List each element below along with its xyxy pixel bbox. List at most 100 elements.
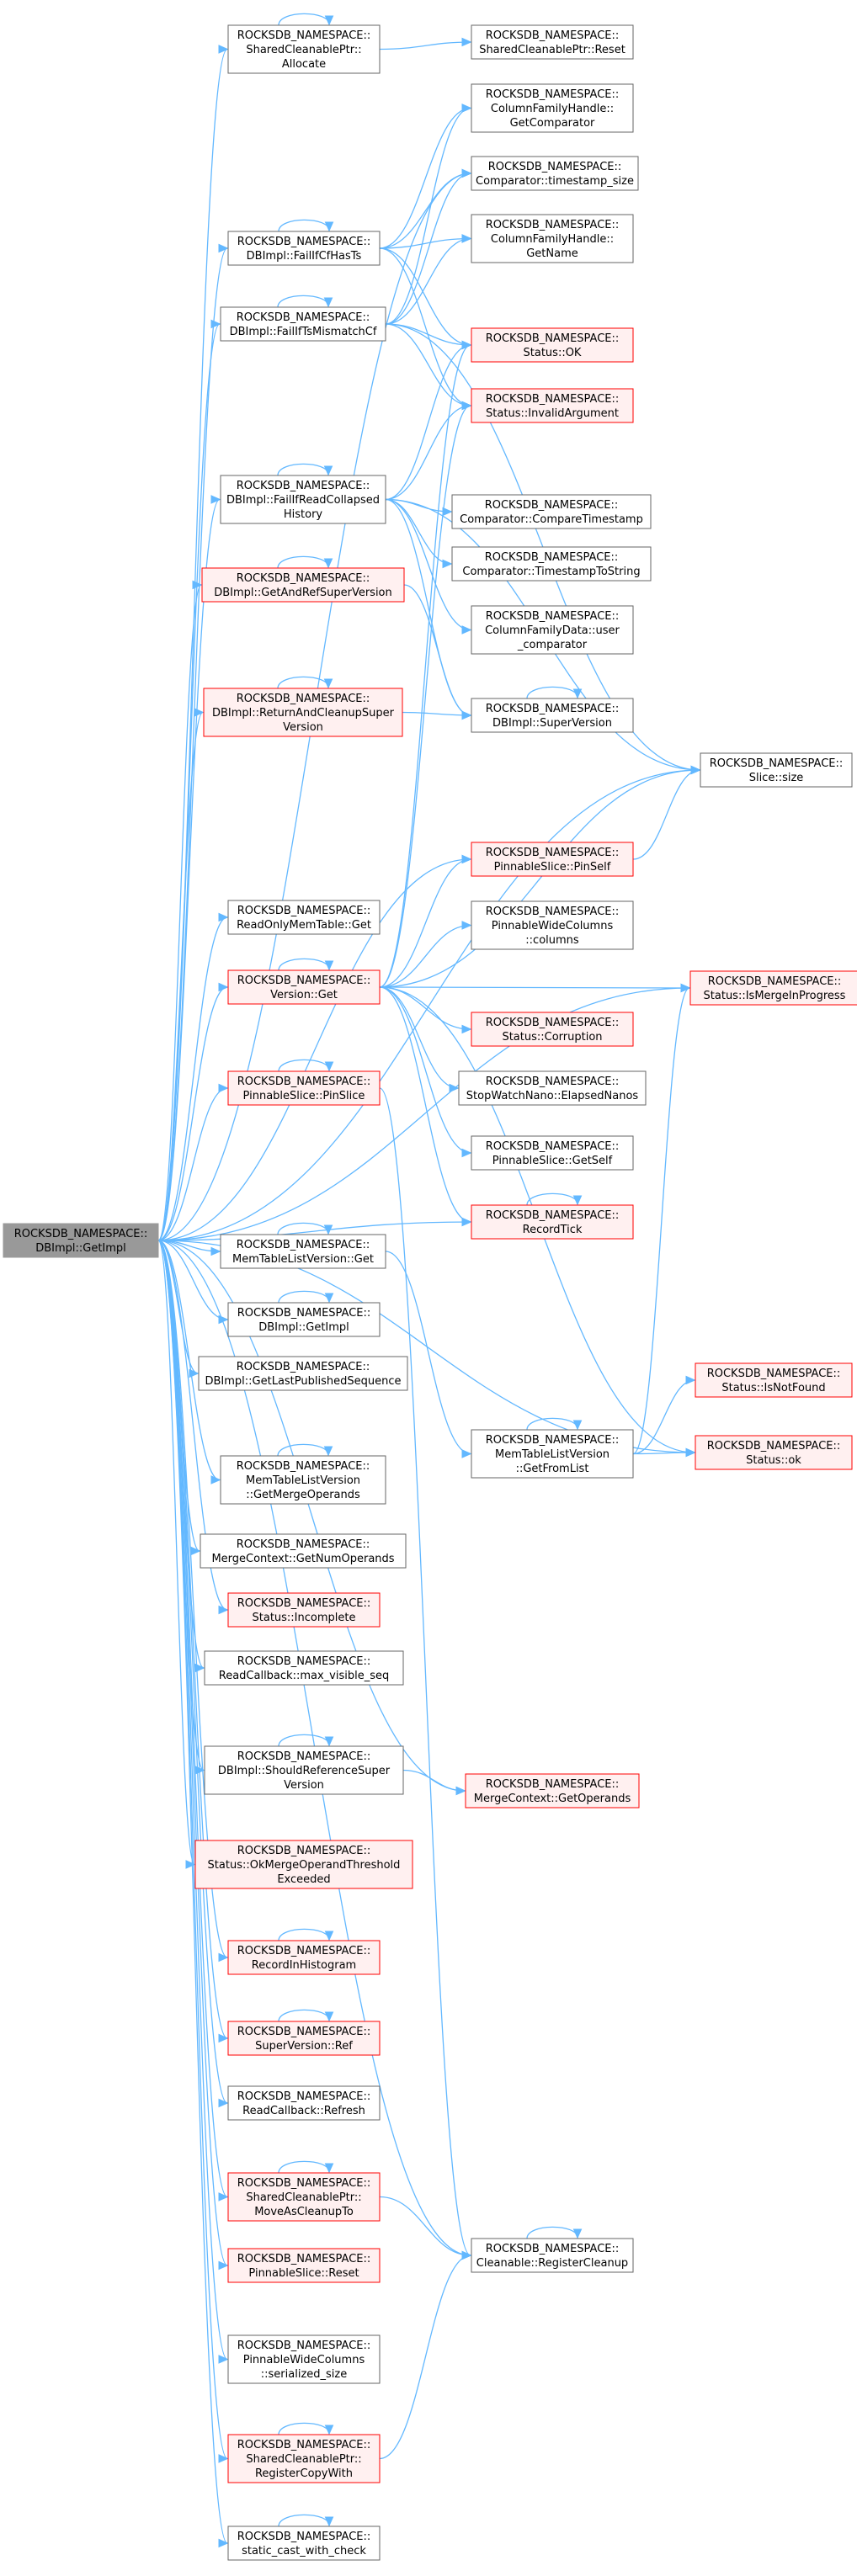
node-label-line: Cleanable::RegisterCleanup [476,2257,628,2270]
edge-failIfTsMismatchCf-to-statusInvalidArgument [385,323,471,406]
node-label-line: ROCKSDB_NAMESPACE:: [486,610,620,623]
node-getMergeOperands[interactable]: ROCKSDB_NAMESPACE::MemTableListVersion::… [220,1455,386,1505]
node-statusCorruption[interactable]: ROCKSDB_NAMESPACE::Status::Corruption [471,1012,634,1047]
node-box [227,969,381,1005]
node-pinnableReset[interactable]: ROCKSDB_NAMESPACE::PinnableSlice::Reset [227,2248,381,2283]
node-pinSelf[interactable]: ROCKSDB_NAMESPACE::PinnableSlice::PinSel… [471,842,634,877]
node-isMergeInProgress[interactable]: ROCKSDB_NAMESPACE::Status::IsMergeInProg… [689,970,857,1006]
node-failIfCfHasTs[interactable]: ROCKSDB_NAMESPACE::DBImpl::FailIfCfHasTs [227,231,381,266]
node-lastPublished[interactable]: ROCKSDB_NAMESPACE::DBImpl::GetLastPublis… [198,1356,408,1391]
node-statusIncomplete[interactable]: ROCKSDB_NAMESPACE::Status::Incomplete [227,1592,381,1628]
node-label-line: ::columns [525,934,579,947]
node-readCallbackRefresh[interactable]: ROCKSDB_NAMESPACE::ReadCallback::Refresh [227,2085,381,2121]
node-cmpTimestampSize[interactable]: ROCKSDB_NAMESPACE::Comparator::timestamp… [471,156,639,191]
node-moveAsCleanupTo[interactable]: ROCKSDB_NAMESPACE::SharedCleanablePtr::M… [227,2172,381,2222]
node-label-line: ROCKSDB_NAMESPACE:: [237,1538,370,1551]
node-sharedReset[interactable]: ROCKSDB_NAMESPACE::SharedCleanablePtr::R… [471,24,634,60]
node-label-line: DBImpl::GetLastPublishedSequence [205,1375,401,1388]
node-label-line: PinnableSlice::PinSlice [243,1090,365,1102]
node-memListGet[interactable]: ROCKSDB_NAMESPACE::MemTableListVersion::… [220,1234,386,1269]
node-label-line: ROCKSDB_NAMESPACE:: [486,906,620,918]
node-serializedSize[interactable]: ROCKSDB_NAMESPACE::PinnableWideColumns::… [227,2334,381,2384]
node-box [451,494,652,529]
node-label-line: DBImpl::GetImpl [35,1242,126,1255]
node-label-line: ROCKSDB_NAMESPACE:: [486,1017,620,1029]
node-box [227,2248,381,2283]
node-registerCopyWith[interactable]: ROCKSDB_NAMESPACE::SharedCleanablePtr::R… [227,2434,381,2483]
node-box [3,1223,159,1258]
edge-versionGet-to-recordTick [379,986,471,1222]
node-dbSuperVersion[interactable]: ROCKSDB_NAMESPACE::DBImpl::SuperVersion [471,698,634,733]
node-statusOk[interactable]: ROCKSDB_NAMESPACE::Status::ok [695,1435,853,1470]
node-shouldRefSuper[interactable]: ROCKSDB_NAMESPACE::DBImpl::ShouldReferen… [204,1745,404,1795]
node-label-line: ROCKSDB_NAMESPACE:: [237,2090,371,2103]
node-label-line: PinnableSlice::PinSelf [494,861,611,874]
node-superVersionRef[interactable]: ROCKSDB_NAMESPACE::SuperVersion::Ref [227,2021,381,2056]
node-recordInHistogram[interactable]: ROCKSDB_NAMESPACE::RecordInHistogram [227,1940,381,1975]
node-cfhGetName[interactable]: ROCKSDB_NAMESPACE::ColumnFamilyHandle::G… [471,214,634,263]
node-box [227,2334,381,2384]
node-getOperands[interactable]: ROCKSDB_NAMESPACE::MergeContext::GetOper… [465,1773,640,1809]
node-label-line: DBImpl::GetAndRefSuperVersion [214,587,392,599]
node-label-line: PinnableWideColumns [243,2354,365,2366]
node-pwcColumns[interactable]: ROCKSDB_NAMESPACE::PinnableWideColumns::… [471,900,634,950]
edge-versionGet-to-pwcColumns [379,926,471,988]
node-cfdUserComparator[interactable]: ROCKSDB_NAMESPACE::ColumnFamilyData::use… [471,605,634,655]
node-box [203,688,403,737]
node-label-line: DBImpl::FailIfReadCollapsed [226,494,380,507]
node-cmpTimestampToString[interactable]: ROCKSDB_NAMESPACE::Comparator::Timestamp… [451,546,652,582]
node-label-line: GetName [526,247,578,260]
edge-versionGet-to-stopWatch [379,986,458,1088]
node-root[interactable]: ROCKSDB_NAMESPACE::DBImpl::GetImpl [3,1223,159,1258]
node-label-line: ROCKSDB_NAMESPACE:: [237,1076,371,1088]
node-pinSlice[interactable]: ROCKSDB_NAMESPACE::PinnableSlice::PinSli… [227,1070,381,1106]
node-box [471,83,634,133]
node-getSelf[interactable]: ROCKSDB_NAMESPACE::PinnableSlice::GetSel… [471,1135,634,1171]
edge-root-to-statusIncomplete [157,1240,227,1610]
node-staticCast[interactable]: ROCKSDB_NAMESPACE::static_cast_with_chec… [227,2526,381,2561]
node-sharedAllocate[interactable]: ROCKSDB_NAMESPACE::SharedCleanablePtr::A… [227,24,381,74]
node-label-line: Version [284,1779,324,1792]
node-returnAndCleanup[interactable]: ROCKSDB_NAMESPACE::DBImpl::ReturnAndClea… [203,688,403,737]
self-loop-failIfReadCollapsed [277,463,328,475]
node-readOnlyMemGet[interactable]: ROCKSDB_NAMESPACE::ReadOnlyMemTable::Get [227,900,381,935]
node-box [689,970,857,1006]
node-dbGetImpl[interactable]: ROCKSDB_NAMESPACE::DBImpl::GetImpl [227,1302,381,1337]
node-failIfReadCollapsed[interactable]: ROCKSDB_NAMESPACE::DBImpl::FailIfReadCol… [220,475,386,524]
node-isNotFound[interactable]: ROCKSDB_NAMESPACE::Status::IsNotFound [695,1362,853,1398]
node-recordTick[interactable]: ROCKSDB_NAMESPACE::RecordTick [471,1204,634,1240]
node-cfhGetComparator[interactable]: ROCKSDB_NAMESPACE::ColumnFamilyHandle::G… [471,83,634,133]
node-getAndRefSuperVersion[interactable]: ROCKSDB_NAMESPACE::DBImpl::GetAndRefSupe… [201,567,405,603]
node-okMergeThreshold[interactable]: ROCKSDB_NAMESPACE::Status::OkMergeOperan… [194,1840,413,1889]
node-cmpCompareTimestamp[interactable]: ROCKSDB_NAMESPACE::Comparator::CompareTi… [451,494,652,529]
node-maxVisibleSeq[interactable]: ROCKSDB_NAMESPACE::ReadCallback::max_vis… [204,1650,404,1686]
node-label-line: ROCKSDB_NAMESPACE:: [486,1076,620,1088]
node-box [471,698,634,733]
node-label-line: ROCKSDB_NAMESPACE:: [486,1140,620,1153]
node-box [471,605,634,655]
edge-failIfCfHasTs-to-cmpTimestampSize [379,173,471,249]
node-versionGet[interactable]: ROCKSDB_NAMESPACE::Version::Get [227,969,381,1005]
node-label-line: Comparator::CompareTimestamp [460,513,643,526]
node-failIfTsMismatchCf[interactable]: ROCKSDB_NAMESPACE::DBImpl::FailIfTsMisma… [220,306,386,342]
node-getFromList[interactable]: ROCKSDB_NAMESPACE::MemTableListVersion::… [471,1429,634,1479]
self-loop-superVersionRef [278,2009,329,2021]
node-label-line: ReadCallback::Refresh [242,2105,365,2117]
node-statusInvalidArgument[interactable]: ROCKSDB_NAMESPACE::Status::InvalidArgume… [471,388,634,423]
node-label-line: ColumnFamilyHandle:: [491,103,614,115]
node-sliceSize[interactable]: ROCKSDB_NAMESPACE::Slice::size [700,752,853,788]
node-registerCleanup[interactable]: ROCKSDB_NAMESPACE::Cleanable::RegisterCl… [471,2238,634,2273]
node-label-line: Status::Corruption [502,1031,602,1044]
node-box [227,1592,381,1628]
node-label-line: ROCKSDB_NAMESPACE:: [237,2531,371,2543]
node-label-line: ROCKSDB_NAMESPACE:: [486,1434,620,1447]
node-label-line: ROCKSDB_NAMESPACE:: [708,975,842,988]
node-statusOK[interactable]: ROCKSDB_NAMESPACE::Status::OK [471,327,634,363]
edge-pinSlice-to-registerCleanup [379,1087,471,2255]
node-stopWatch[interactable]: ROCKSDB_NAMESPACE::StopWatchNano::Elapse… [458,1070,647,1106]
node-box [695,1362,853,1398]
node-box [227,1940,381,1975]
node-box [220,1455,386,1505]
node-numOperands[interactable]: ROCKSDB_NAMESPACE::MergeContext::GetNumO… [200,1533,407,1569]
node-label-line: ROCKSDB_NAMESPACE:: [707,1440,841,1453]
